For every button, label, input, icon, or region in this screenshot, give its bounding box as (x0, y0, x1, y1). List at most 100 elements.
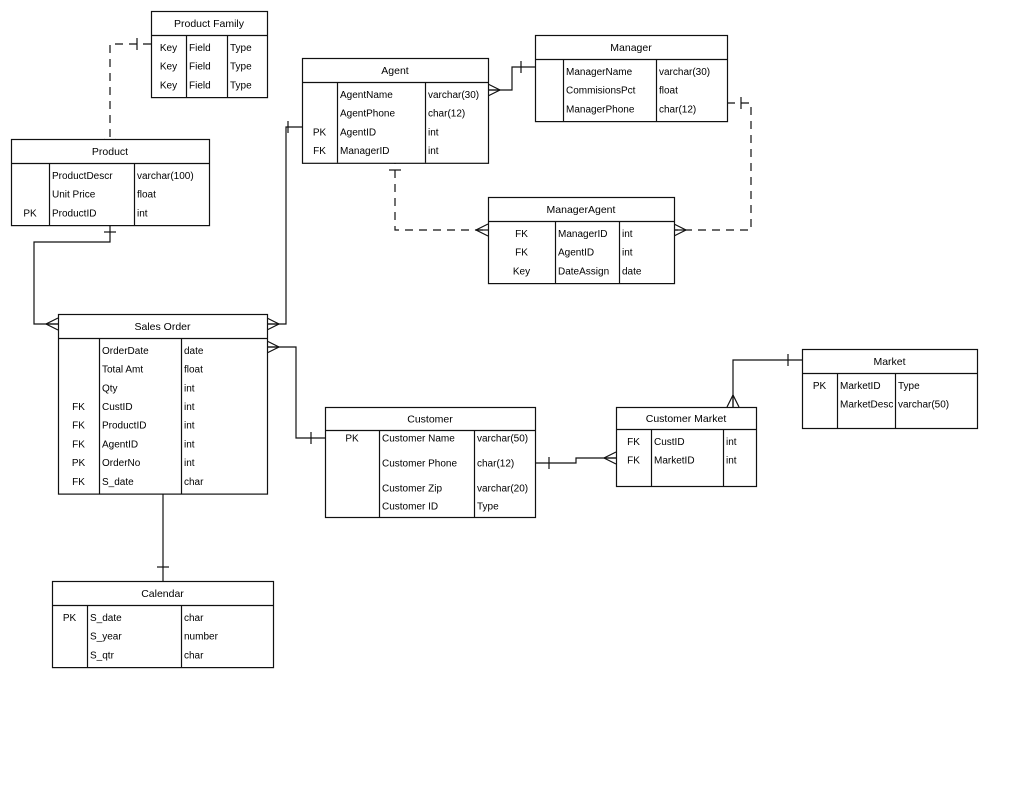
type-cell: char (184, 650, 204, 661)
field-cell: ProductID (52, 208, 96, 219)
key-cell: FK (515, 248, 528, 259)
type-cell: int (622, 248, 633, 259)
type-cell: int (428, 146, 439, 157)
field-cell: Customer ID (382, 502, 438, 513)
connector-line (109, 43, 151, 139)
relationship-product-family-to-product (103, 38, 151, 153)
table-title: Customer Market (646, 413, 727, 425)
key-cell: FK (515, 229, 528, 240)
table-border (10, 138, 211, 227)
table-border (301, 57, 490, 164)
key-cell: FK (72, 402, 85, 413)
type-cell: int (726, 437, 737, 448)
field-cell: Total Amt (102, 365, 143, 376)
key-cell: FK (72, 439, 85, 450)
type-cell: int (137, 208, 148, 219)
key-cell: PK (72, 458, 86, 469)
relationship-customer-to-customer-market (535, 451, 617, 469)
key-cell: Key (513, 266, 530, 277)
relationship-agent-to-manager-agent (389, 156, 489, 237)
table-title: Sales Order (134, 321, 191, 333)
field-cell: Field (189, 43, 211, 54)
field-cell: DateAssign (558, 266, 609, 277)
type-cell: char (184, 613, 204, 624)
table-border (801, 348, 979, 430)
connector-line (674, 102, 752, 231)
type-cell: char(12) (659, 104, 696, 115)
field-cell: ManagerID (558, 229, 607, 240)
table-border (534, 34, 729, 123)
type-cell: int (184, 458, 195, 469)
type-cell: int (184, 383, 195, 394)
type-cell: int (726, 456, 737, 467)
field-cell: AgentName (340, 90, 393, 101)
field-cell: ProductDescr (52, 171, 113, 182)
field-cell: Customer Zip (382, 484, 442, 495)
field-cell: MarketDesc (840, 400, 893, 411)
key-cell: FK (313, 146, 326, 157)
type-cell: Type (230, 43, 252, 54)
type-cell: char(12) (428, 109, 465, 120)
field-cell: S_date (102, 477, 134, 488)
field-cell: Customer Name (382, 434, 455, 445)
table-title: Calendar (141, 588, 184, 600)
table-border (150, 10, 269, 99)
type-cell: int (622, 229, 633, 240)
connector-line (267, 346, 325, 439)
connector-line (732, 359, 802, 407)
field-cell: AgentID (558, 248, 594, 259)
field-cell: Customer Phone (382, 459, 457, 470)
connector-line (535, 457, 616, 464)
field-cell: CommisionsPct (566, 86, 636, 97)
type-cell: float (137, 190, 156, 201)
table-border (615, 406, 758, 488)
field-cell: S_date (90, 613, 122, 624)
type-cell: varchar(30) (659, 67, 710, 78)
field-cell: ManagerName (566, 67, 633, 78)
table-border (487, 196, 676, 285)
key-cell: FK (72, 421, 85, 432)
key-cell: PK (813, 381, 827, 392)
table-title: Product (92, 146, 128, 158)
key-cell: Key (160, 80, 177, 91)
field-cell: AgentID (340, 127, 376, 138)
field-cell: AgentID (102, 439, 138, 450)
type-cell: number (184, 632, 219, 643)
type-cell: Type (230, 80, 252, 91)
table-border (51, 580, 275, 669)
key-cell: PK (345, 434, 359, 445)
field-cell: Unit Price (52, 190, 96, 201)
field-cell: ManagerID (340, 146, 389, 157)
table-title: Manager (610, 42, 652, 54)
type-cell: varchar(100) (137, 171, 194, 182)
type-cell: char(12) (477, 459, 514, 470)
relationship-manager-to-agent (487, 61, 535, 97)
relationship-market-to-customer-market (726, 354, 802, 408)
relationship-agent-to-sales-order (266, 121, 302, 331)
field-cell: Field (189, 80, 211, 91)
type-cell: Type (477, 502, 499, 513)
field-cell: CustID (654, 437, 685, 448)
field-cell: Field (189, 62, 211, 73)
key-cell: FK (72, 477, 85, 488)
table-title: ManagerAgent (547, 204, 616, 216)
type-cell: int (184, 402, 195, 413)
key-cell: PK (23, 208, 37, 219)
relationship-product-to-sales-order (33, 218, 116, 331)
connector-line (394, 156, 488, 231)
type-cell: Type (230, 62, 252, 73)
field-cell: ManagerPhone (566, 104, 635, 115)
connector-line (33, 218, 111, 325)
field-cell: MarketID (840, 381, 881, 392)
key-cell: FK (627, 456, 640, 467)
field-cell: OrderDate (102, 346, 149, 357)
table-border (57, 313, 269, 495)
key-cell: Key (160, 43, 177, 54)
